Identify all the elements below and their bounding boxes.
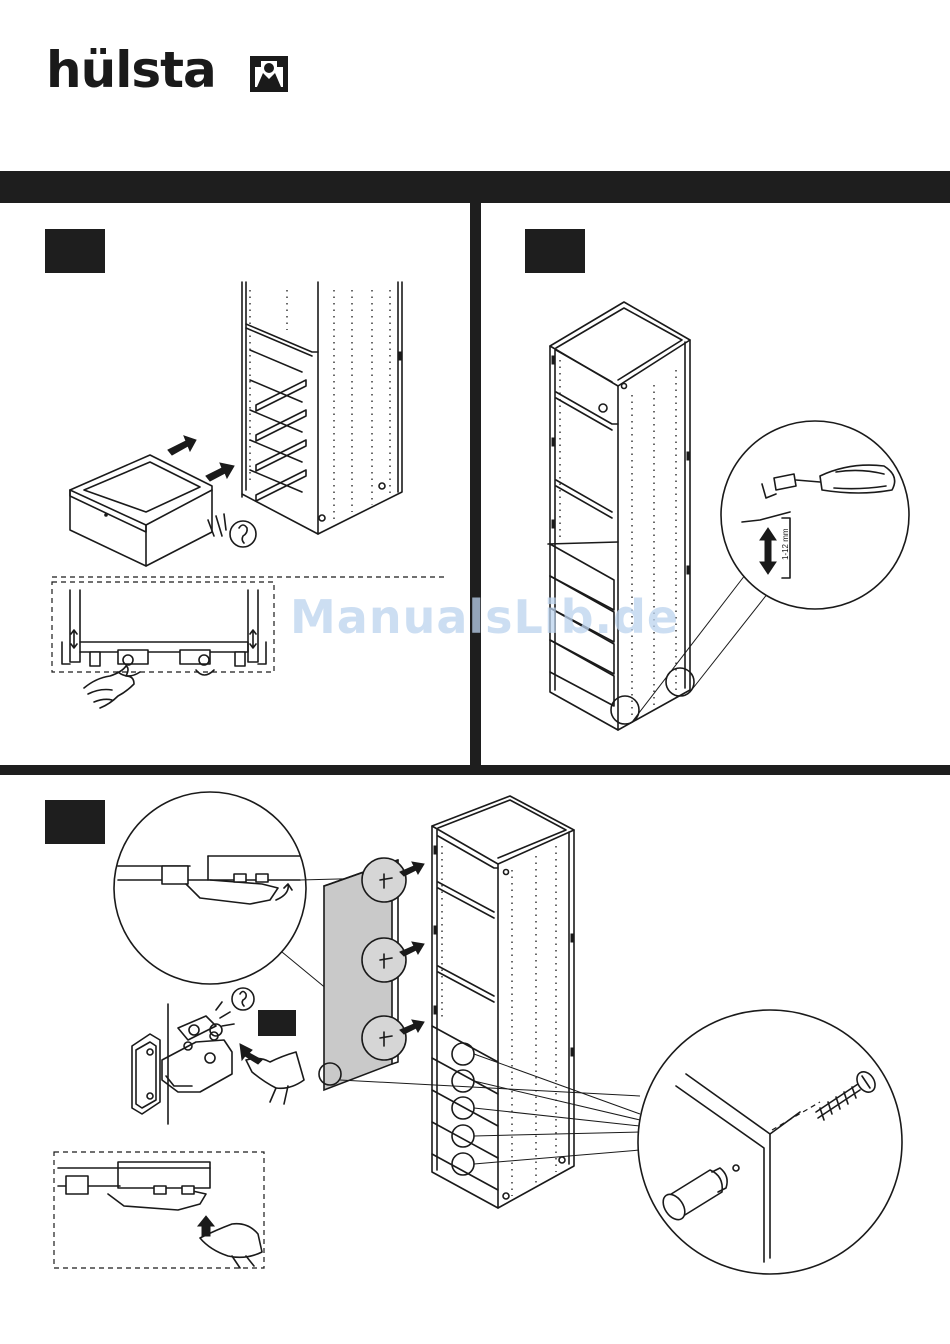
watermark: ManualsLib.de (290, 590, 670, 644)
